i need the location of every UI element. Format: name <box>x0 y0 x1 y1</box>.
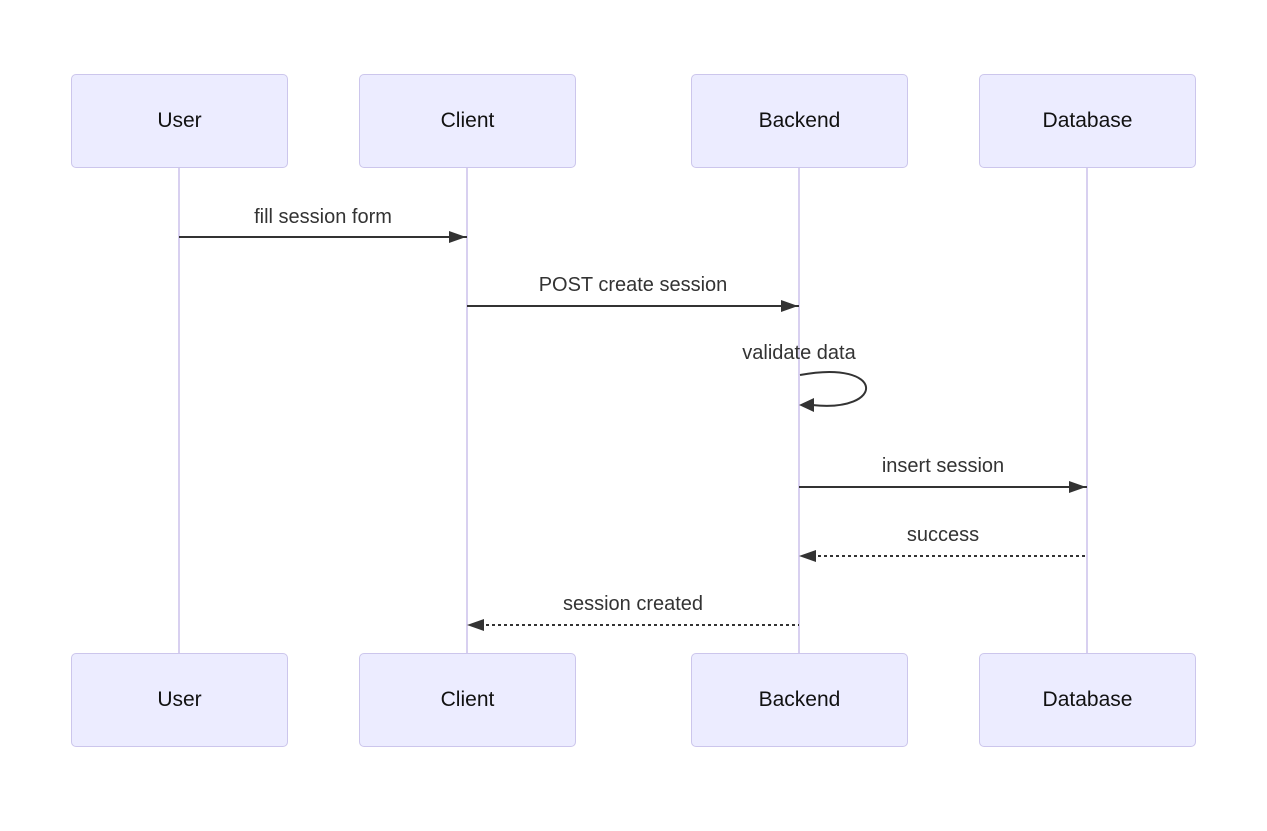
actor-box-user-bottom: User <box>71 653 288 747</box>
actor-box-database-top: Database <box>979 74 1196 168</box>
message-label: POST create session <box>538 274 728 296</box>
arrowhead-left-icon <box>799 550 816 562</box>
actor-label: User <box>157 688 202 711</box>
actor-box-backend-top: Backend <box>691 74 908 168</box>
actor-label: Client <box>440 688 495 711</box>
message-line <box>812 555 1087 557</box>
message-label: fill session form <box>254 206 392 228</box>
actor-label: Backend <box>758 688 841 711</box>
self-loop-arrow <box>799 371 868 412</box>
message-label: session created <box>562 593 704 615</box>
lifeline-database <box>1086 168 1088 653</box>
message-label: insert session <box>881 455 1005 477</box>
message-line <box>179 236 467 238</box>
actor-label: Client <box>440 109 495 132</box>
actor-label: User <box>157 109 202 132</box>
actor-label: Backend <box>758 109 841 132</box>
arrowhead-right-icon <box>781 300 798 312</box>
arrowhead-right-icon <box>449 231 466 243</box>
arrowhead-right-icon <box>1069 481 1086 493</box>
actor-box-client-bottom: Client <box>359 653 576 747</box>
lifeline-user <box>178 168 180 653</box>
actor-box-user-top: User <box>71 74 288 168</box>
actor-label: Database <box>1042 109 1133 132</box>
actor-box-backend-bottom: Backend <box>691 653 908 747</box>
message-line <box>480 624 799 626</box>
message-line <box>467 305 799 307</box>
lifeline-client <box>466 168 468 653</box>
actor-box-client-top: Client <box>359 74 576 168</box>
message-line <box>799 486 1087 488</box>
message-label: validate data <box>742 342 856 364</box>
arrowhead-left-icon <box>467 619 484 631</box>
message-label: success <box>906 524 980 546</box>
actor-box-database-bottom: Database <box>979 653 1196 747</box>
actor-label: Database <box>1042 688 1133 711</box>
lifeline-backend <box>798 168 800 653</box>
